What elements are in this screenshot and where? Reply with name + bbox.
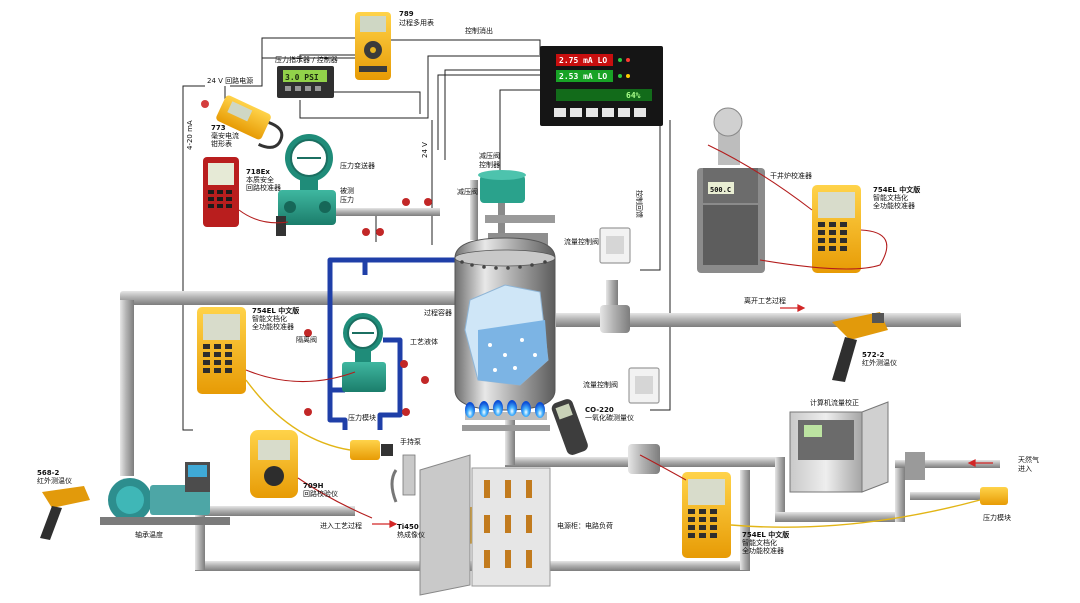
ir-568-name: 红外测温仪: [37, 476, 72, 485]
enter-process-label: 进入工艺过程: [320, 521, 362, 530]
flow-calibration-label: 计算机流量校正: [810, 398, 859, 407]
c754-bottom-name-2: 全功能校准器: [742, 546, 784, 555]
process-piping: [120, 180, 1000, 571]
c754-left-model: 754EL 中文版: [252, 306, 299, 315]
clamp-name-2: 钳形表: [211, 139, 232, 148]
dry-well-lcd: 500.C: [710, 186, 731, 194]
pressure-module-label: 压力模块: [348, 413, 376, 422]
loop-calibrator-709h: [250, 430, 298, 498]
ir-572-model: 572-2: [862, 351, 885, 359]
calibrator-718-name-2: 回路校准器: [246, 183, 281, 192]
multimeter-model: 789: [399, 10, 414, 18]
calibrator-718-name-1: 本质安全: [246, 175, 274, 184]
co-name: 一氧化碳测量仪: [585, 413, 634, 422]
process-outflow-label: 离开工艺过程: [744, 296, 786, 305]
dp-transmitter: [342, 313, 386, 392]
loop-709h-name: 回路校验仪: [303, 489, 338, 498]
reducing-valve-label: 减压阀: [457, 187, 478, 196]
c754-bottom-model: 754EL 中文版: [742, 530, 789, 539]
natural-gas-1: 天然气: [1018, 455, 1039, 464]
pressure-indicator-lcd: 3.0 PSI: [285, 73, 319, 82]
ir-thermometer-572: [832, 312, 888, 382]
clamp-probe: [201, 100, 209, 108]
c754-top-model: 754EL 中文版: [873, 185, 920, 194]
control-output-label: 控制消出: [465, 26, 493, 35]
plc-row-1: 2.75 mA LO: [559, 56, 607, 65]
c754-bottom-name-1: 智能文档化: [742, 538, 777, 547]
bearing-temp-label: 轴承温度: [135, 530, 163, 539]
thermal-model: Ti450: [397, 523, 419, 531]
multimeter-name: 过程多用表: [399, 18, 434, 27]
calibrator-754-left: [197, 307, 246, 394]
pressure-transmitter-label: 压力变送器: [340, 161, 375, 170]
c754-top-name-2: 全功能校准器: [873, 201, 915, 210]
flow-valve-bottom-label: 流量控制阀: [583, 380, 618, 389]
c754-left-name-2: 全功能校准器: [252, 322, 294, 331]
tested-pressure-2: 压力: [340, 195, 354, 204]
clamp-model: 773: [211, 124, 226, 132]
pressure-module-right: [980, 487, 1008, 505]
reducing-valve-actuator: [478, 170, 555, 233]
calibrator-754-bottom: [682, 472, 731, 558]
pressure-indicator-label: 压力指示器 / 控制器: [275, 55, 338, 64]
thermal-name: 热成像仪: [397, 530, 425, 539]
loop-709h-model: 709H: [303, 482, 324, 490]
pressure-module: [350, 440, 393, 460]
clamp-name-1: 毫安电流: [211, 131, 239, 140]
loop-power-label: 24 V 回路电源: [207, 76, 253, 85]
feedback-label: 控制回馈: [635, 190, 644, 218]
vessel-label: 过程容器: [424, 308, 452, 317]
co-model: CO-220: [585, 406, 614, 414]
flow-valve-top-label: 流量控制阀: [564, 237, 599, 246]
calibrator-754-right-top: [812, 185, 861, 273]
tested-pressure-1: 被测: [340, 186, 354, 195]
reducing-valve-top-1: 减压阀: [479, 151, 500, 160]
plc-title: PLC 或 DCS: [578, 35, 618, 44]
natural-gas-2: 进入: [1018, 465, 1032, 473]
reducing-valve-top-2: 控制器: [479, 160, 500, 169]
process-vessel: [455, 233, 555, 431]
hand-pump-label: 手持泵: [400, 437, 421, 446]
calibrator-718ex: [203, 157, 239, 227]
plc-row-2: 2.53 mA LO: [559, 72, 607, 81]
electrical-panel: [420, 455, 550, 595]
process-liquid-label: 工艺液体: [410, 337, 438, 346]
plc-row-3: 64%: [626, 91, 641, 100]
ma-range-label: 4-20 mA: [186, 120, 194, 150]
ir-568-model: 568-2: [37, 469, 60, 477]
dry-well-label: 干井炉校准器: [770, 171, 812, 180]
c754-top-name-1: 智能文档化: [873, 193, 908, 202]
ir-572-name: 红外测温仪: [862, 358, 897, 367]
isolation-valve-label: 隔离阀: [296, 335, 317, 344]
v24-vertical-label: 24 V: [421, 142, 429, 158]
pressure-transmitter: [276, 134, 336, 236]
pressure-module-right-label: 压力模块: [983, 513, 1011, 522]
calibrator-718-model: 718Ex: [246, 168, 270, 176]
co-meter: [550, 397, 589, 456]
multimeter-789: [355, 12, 391, 80]
pressure-indicator: [277, 66, 334, 98]
ir-thermometer-568: [40, 486, 90, 540]
panel-label: 电源柜：电路负荷: [557, 521, 613, 530]
c754-left-name-1: 智能文档化: [252, 314, 287, 323]
